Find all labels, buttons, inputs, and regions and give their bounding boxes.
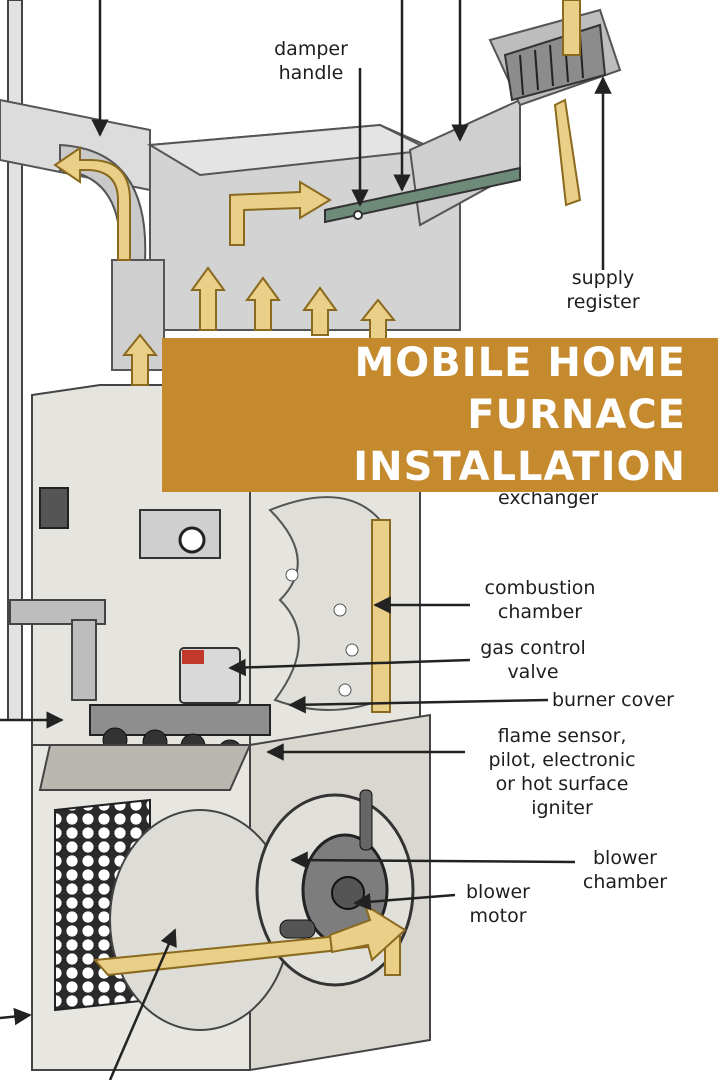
label-flame-sensor: flame sensor, pilot, electronic or hot s… (488, 725, 636, 819)
label-gas-control-valve: gas control valve (480, 637, 586, 683)
gas-line (9, 599, 106, 701)
label-blower-motor: blower motor (465, 881, 530, 927)
control-box (39, 487, 221, 559)
label-damper-handle: damper handle (274, 38, 348, 84)
label-combustion-chamber: combustion chamber (484, 577, 596, 623)
burner-assembly (38, 704, 271, 791)
label-heat-exchanger: exchanger (498, 487, 599, 509)
heat-exchanger (268, 496, 381, 711)
banner-title-line-2: INSTALLATION (353, 444, 686, 490)
airflow-arrow-icon (53, 146, 131, 261)
damper-plate (324, 166, 521, 224)
title-banner: MOBILE HOME FURNACE INSTALLATION (162, 338, 718, 492)
label-blower-chamber: blower chamber (582, 847, 668, 893)
gas-control-valve (179, 647, 241, 704)
label-burner-cover: burner cover (552, 689, 674, 711)
label-supply-register: supply register (566, 267, 640, 313)
banner-title-line-1: MOBILE HOME FURNACE (354, 340, 686, 438)
callout-arrow-icon (0, 0, 612, 1080)
